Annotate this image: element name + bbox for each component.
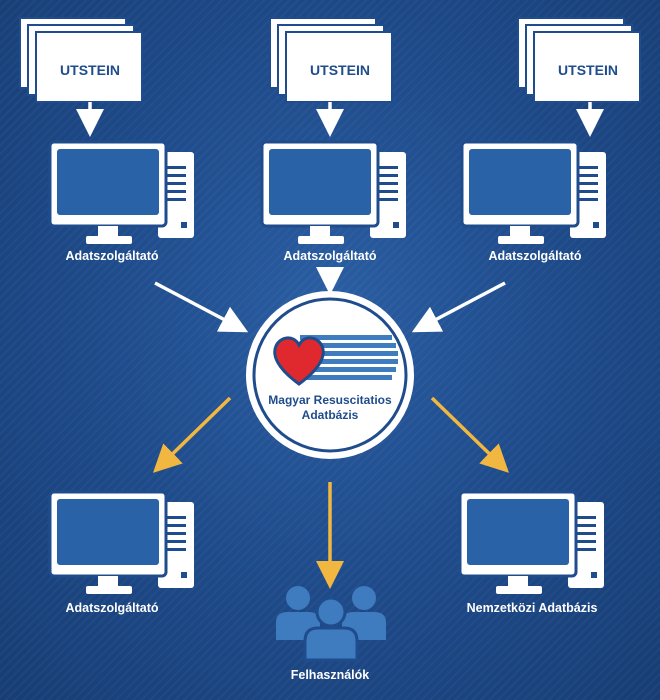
computer-icon-top-right xyxy=(460,140,608,246)
output-label-left: Adatszolgáltató xyxy=(65,601,159,615)
computer-icon-top-left xyxy=(48,140,196,246)
document-label-left: UTSTEIN xyxy=(60,62,120,78)
computer-icon-bottom-left xyxy=(48,490,196,596)
document-label-center: UTSTEIN xyxy=(310,62,370,78)
output-label-right: Nemzetközi Adatbázis xyxy=(466,601,598,615)
arrow-hub-to-left-output xyxy=(152,396,232,473)
document-label-right: UTSTEIN xyxy=(558,62,618,78)
provider-label-top-right: Adatszolgáltató xyxy=(488,249,582,263)
hub-label-line2: Adatbázis xyxy=(301,408,359,422)
computer-icon-top-center xyxy=(260,140,408,246)
hub-stripes xyxy=(300,335,398,380)
users-icon xyxy=(276,586,386,662)
hub-label-line1: Magyar Resuscitatios xyxy=(268,393,392,407)
heart-icon xyxy=(273,336,325,386)
provider-label-top-left: Adatszolgáltató xyxy=(65,249,159,263)
arrow-provider-right-to-hub xyxy=(411,281,506,333)
computer-icon-bottom-right xyxy=(458,490,606,596)
provider-label-top-center: Adatszolgáltató xyxy=(283,249,377,263)
hub-circle xyxy=(246,291,414,459)
arrow-hub-to-right-output xyxy=(430,396,510,473)
document-stack-left xyxy=(19,17,143,103)
document-stack-right xyxy=(517,17,641,103)
document-stack-center xyxy=(269,17,393,103)
hub-label: Magyar Resuscitatios Adatbázis xyxy=(255,393,405,423)
output-label-users: Felhasználók xyxy=(290,668,370,682)
arrow-provider-left-to-hub xyxy=(154,281,249,333)
